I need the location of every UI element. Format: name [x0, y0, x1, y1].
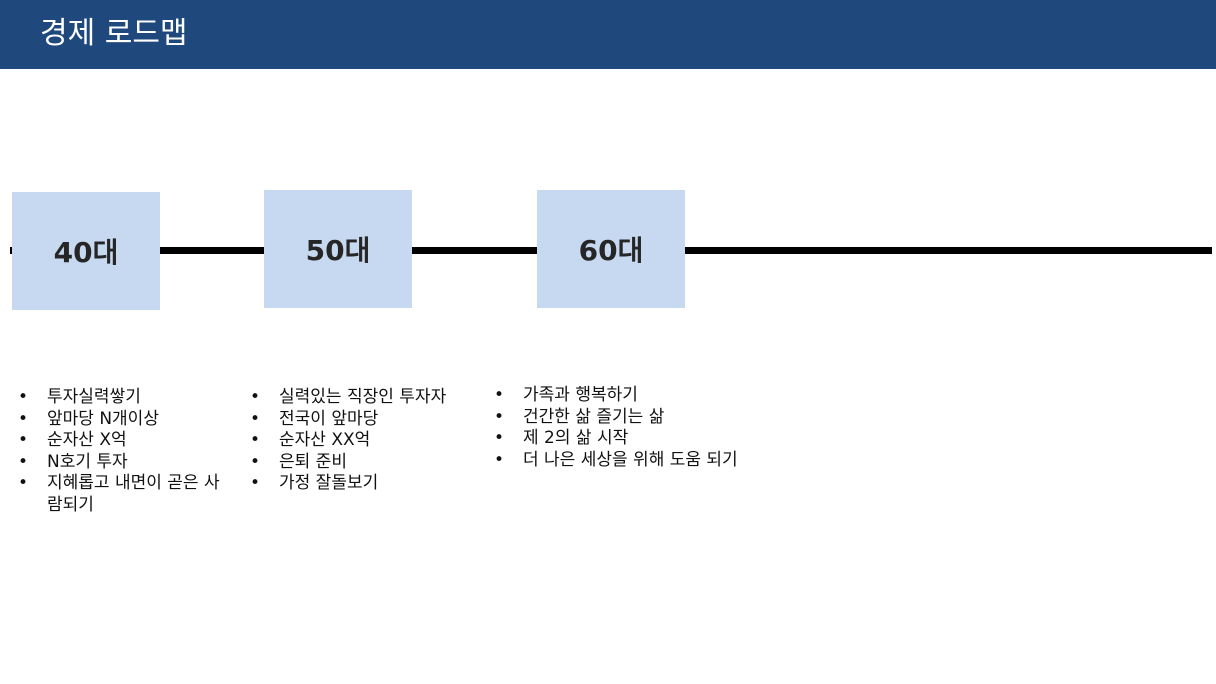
list-item: 전국이 앞마당 — [250, 409, 490, 431]
list-item: 더 나은 세상을 위해 도움 되기 — [494, 450, 794, 472]
title-bar: 경제 로드맵 — [0, 0, 1216, 69]
stage-box-60s: 60대 — [537, 190, 685, 308]
stage-box-50s: 50대 — [264, 190, 412, 308]
list-item: 실력있는 직장인 투자자 — [250, 387, 490, 409]
list-item: 투자실력쌓기 — [18, 387, 223, 409]
stage-list-50s: 실력있는 직장인 투자자 전국이 앞마당 순자산 XX억 은퇴 준비 가정 잘돌… — [250, 387, 490, 495]
stage-label: 50대 — [305, 234, 371, 267]
stage-list-60s: 가족과 행복하기 건간한 삶 즐기는 삶 제 2의 삶 시작 더 나은 세상을 … — [494, 385, 794, 471]
stage-label: 40대 — [53, 236, 119, 269]
list-item: 가족과 행복하기 — [494, 385, 794, 407]
list-item: 가정 잘돌보기 — [250, 473, 490, 495]
list-item: 순자산 XX억 — [250, 430, 490, 452]
list-item: 제 2의 삶 시작 — [494, 428, 794, 450]
list-item: 순자산 X억 — [18, 430, 223, 452]
list-item: 지혜롭고 내면이 곧은 사람되기 — [18, 473, 223, 516]
page-title: 경제 로드맵 — [40, 16, 188, 51]
list-item: 건간한 삶 즐기는 삶 — [494, 407, 794, 429]
list-item: 은퇴 준비 — [250, 452, 490, 474]
stage-label: 60대 — [578, 234, 644, 267]
list-item: N호기 투자 — [18, 452, 223, 474]
stage-list-40s: 투자실력쌓기 앞마당 N개이상 순자산 X억 N호기 투자 지혜롭고 내면이 곧… — [18, 387, 223, 516]
stage-box-40s: 40대 — [12, 192, 160, 310]
list-item: 앞마당 N개이상 — [18, 409, 223, 431]
